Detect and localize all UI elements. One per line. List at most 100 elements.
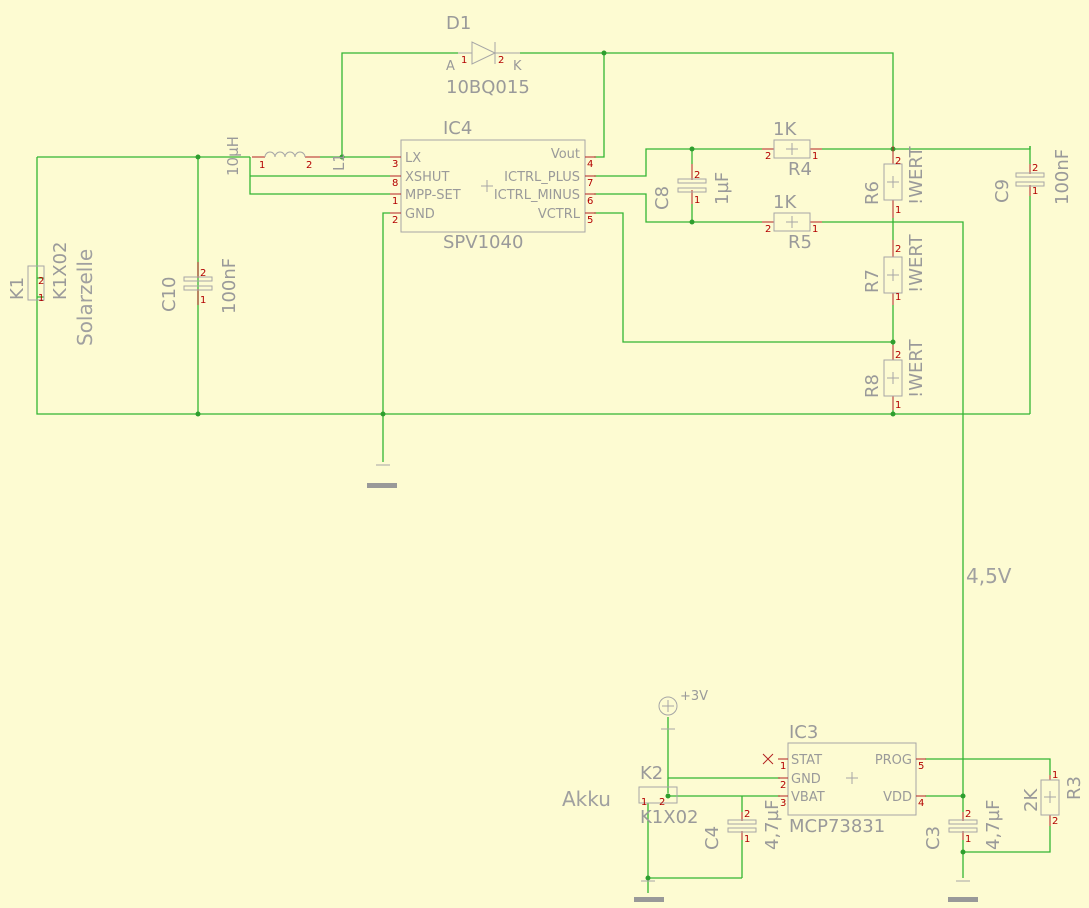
r5-name: R5: [788, 232, 812, 253]
ic4-value: SPV1040: [443, 232, 523, 253]
k1-name: K1: [7, 277, 28, 300]
resistor-r4[interactable]: 1K 2 1 R4: [762, 119, 822, 180]
connector-k2[interactable]: K2 1 2 K1X02 Akku: [562, 763, 699, 828]
ic4-pin-lx-num: 3: [392, 159, 398, 170]
c9-name: C9: [992, 179, 1013, 203]
ic4-pin-mppset-num: 1: [392, 196, 398, 207]
r4-pin2: 2: [765, 151, 771, 162]
ic4-pin-vctrl-num: 5: [587, 215, 593, 226]
l1-pin2: 2: [306, 160, 312, 171]
r7-value: !WERT: [906, 233, 927, 293]
r3-pin1: 1: [1052, 770, 1058, 781]
connector-k1[interactable]: 2 1 K1 K1X02 Solarzelle: [7, 242, 97, 347]
ic3-pin-vdd-num: 4: [918, 798, 924, 809]
l1-value: 10µH: [224, 136, 242, 176]
ic3-pin-stat: STAT: [791, 753, 822, 768]
r7-name: R7: [862, 269, 883, 293]
c4-pin1: 1: [744, 834, 750, 845]
inductor-l1[interactable]: 1 2 10µH L1: [224, 136, 348, 176]
ic4-pin-gnd-num: 2: [392, 215, 398, 226]
ic3-pin-prog-num: 5: [918, 761, 924, 772]
ic3-pin-vdd: VDD: [883, 790, 912, 805]
k2-value: K1X02: [640, 807, 699, 828]
c4-pin2: 2: [744, 809, 750, 820]
r4-name: R4: [788, 159, 812, 180]
d1-pin1: 1: [461, 55, 467, 66]
ic4-pin-vctrl: VCTRL: [538, 207, 581, 222]
r6-pin1: 1: [895, 205, 901, 216]
c8-name: C8: [652, 186, 673, 210]
ic4-pin-mppset: MPP-SET: [405, 188, 461, 203]
r6-pin2: 2: [895, 156, 901, 167]
k2-label: Akku: [562, 787, 611, 811]
d1-value: 10BQ015: [446, 77, 530, 98]
capacitor-c9[interactable]: 2 1 C9 100nF: [992, 149, 1073, 205]
net-label-4v5: 4,5V: [966, 564, 1012, 588]
r7-pin2: 2: [895, 244, 901, 255]
d1-name: D1: [446, 13, 471, 34]
ic4-pin-ictrlplus-num: 7: [587, 178, 593, 189]
k1-label: Solarzelle: [73, 249, 97, 346]
ic3-value: MCP73831: [789, 816, 885, 837]
d1-pin2: 2: [498, 55, 504, 66]
r5-value: 1K: [773, 192, 797, 213]
ic4-name: IC4: [443, 118, 472, 139]
k2-pin2: 2: [659, 797, 665, 808]
c3-name: C3: [923, 826, 944, 850]
r6-name: R6: [862, 181, 883, 205]
resistor-r6[interactable]: 2 1 R6 !WERT: [862, 145, 927, 218]
c8-pin1: 1: [694, 195, 700, 206]
ground-symbol-1: [367, 464, 397, 488]
supply-3v: +3V: [658, 689, 708, 730]
r8-name: R8: [862, 374, 883, 398]
c4-name: C4: [702, 826, 723, 850]
c8-pin2: 2: [694, 170, 700, 181]
d1-pin-a: A: [446, 59, 455, 74]
c10-pin2: 2: [200, 268, 206, 279]
capacitor-c4[interactable]: 2 1 C4 4,7µF: [702, 800, 783, 850]
k1-pin1: 1: [38, 293, 44, 304]
diode-d1[interactable]: D1 1 2 A K 10BQ015: [446, 13, 530, 98]
c10-name: C10: [159, 277, 180, 312]
ic-ic3[interactable]: IC3 1 2 3 STAT GND VBAT 5 4 PROG VDD MCP…: [762, 722, 926, 837]
capacitor-c3[interactable]: 2 1 C3 4,7µF: [923, 800, 1004, 850]
l1-pin1: 1: [259, 160, 265, 171]
k2-name: K2: [640, 763, 663, 784]
ic3-pin-vbat-num: 3: [780, 798, 786, 809]
ground-symbol-3: [948, 880, 978, 902]
r6-value: !WERT: [906, 145, 927, 205]
ic4-pin-ictrlminus: ICTRL_MINUS: [494, 188, 580, 203]
resistor-r5[interactable]: 1K 2 1 R5: [762, 192, 822, 253]
ic4-pin-vout-num: 4: [587, 159, 593, 170]
c4-value: 4,7µF: [762, 800, 783, 850]
k2-pin1: 1: [641, 797, 647, 808]
resistor-r8[interactable]: 2 1 R8 !WERT: [862, 338, 927, 411]
c3-pin2: 2: [965, 809, 971, 820]
ic4-pin-ictrlminus-num: 6: [587, 196, 593, 207]
ic-ic4[interactable]: IC4 3 8 1 2 LX XSHUT MPP-SET GND 4 7 6 5…: [390, 118, 596, 253]
ic4-pin-xshut: XSHUT: [405, 170, 449, 185]
r5-pin1: 1: [812, 224, 818, 235]
resistor-r7[interactable]: 2 1 R7 !WERT: [862, 233, 927, 305]
c9-value: 100nF: [1052, 149, 1073, 205]
k1-value: K1X02: [50, 242, 71, 301]
c3-value: 4,7µF: [983, 800, 1004, 850]
ic4-pin-xshut-num: 8: [392, 178, 398, 189]
k1-pin2: 2: [38, 276, 44, 287]
ic3-pin-stat-num: 1: [780, 761, 786, 772]
capacitor-c10[interactable]: 2 1 C10 100nF: [159, 258, 240, 314]
r4-pin1: 1: [812, 151, 818, 162]
resistor-r3[interactable]: 1 2 2K R3: [1021, 770, 1085, 827]
ic3-pin-prog: PROG: [875, 753, 912, 768]
c10-pin1: 1: [200, 295, 206, 306]
capacitor-c8[interactable]: 2 1 C8 1µF: [652, 164, 733, 210]
ic3-pin-gnd: GND: [791, 772, 821, 787]
r7-pin1: 1: [895, 292, 901, 303]
c3-pin1: 1: [965, 834, 971, 845]
ic4-pin-gnd: GND: [405, 207, 435, 222]
r3-name: R3: [1064, 776, 1085, 800]
d1-pin-k: K: [513, 59, 522, 74]
ic3-pin-gnd-num: 2: [780, 780, 786, 791]
ground-symbol-2: [634, 880, 664, 902]
